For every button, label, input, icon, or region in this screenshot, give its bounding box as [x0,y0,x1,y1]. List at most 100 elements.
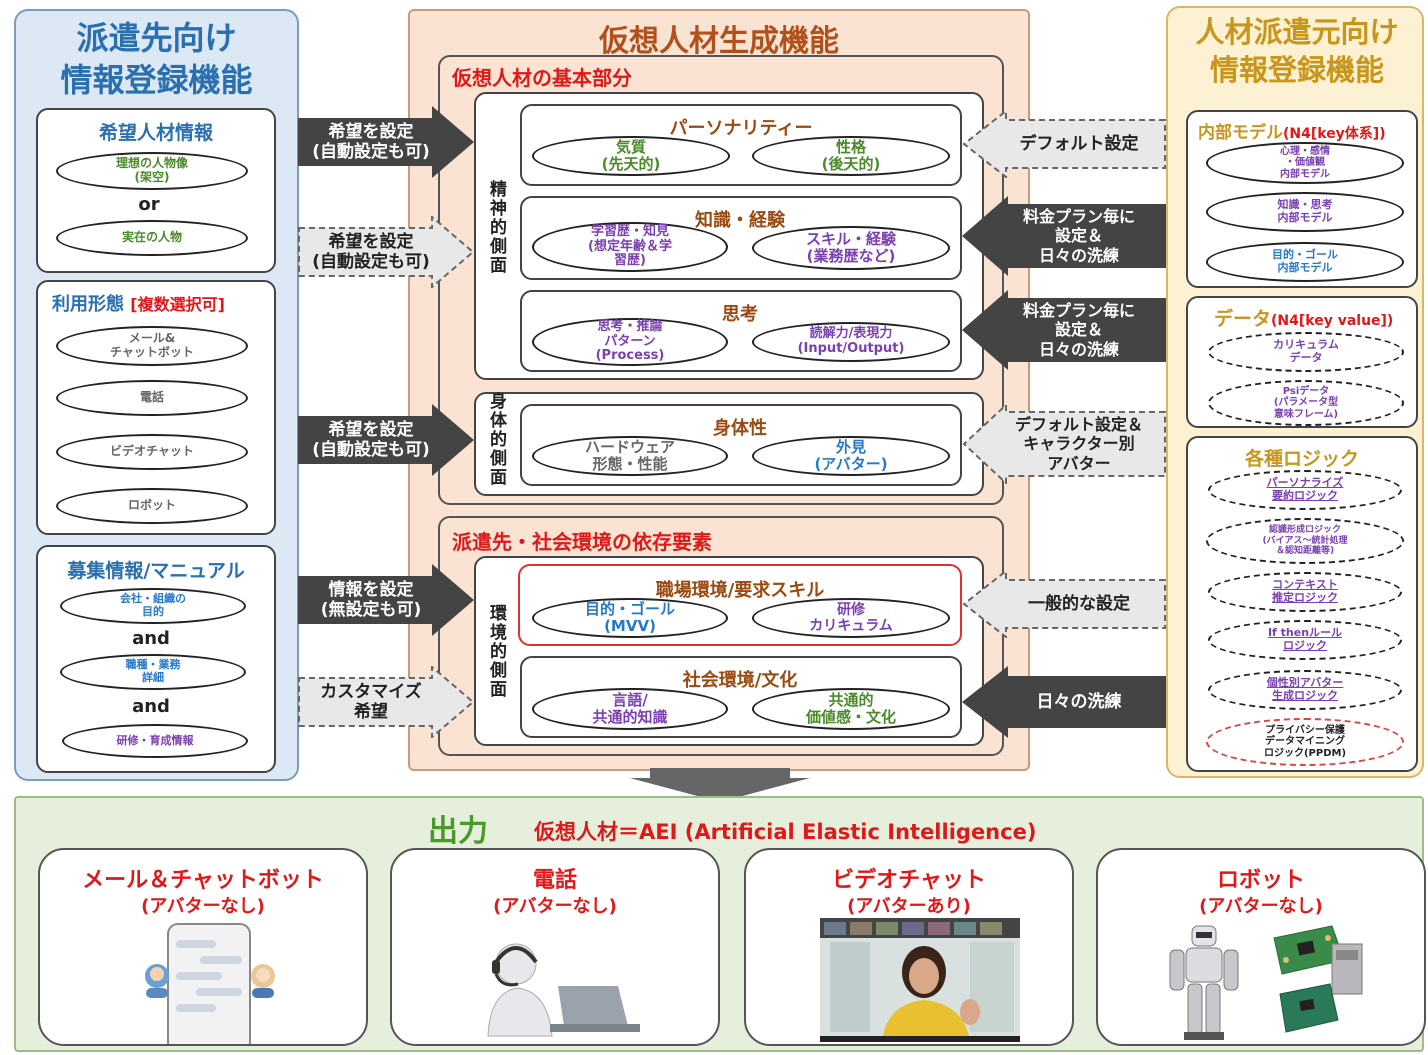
physical-aspect-label: 身体的側面 [486,392,506,487]
output-card-1-title: メール＆チャットボット [82,868,324,893]
arrow-right-1-label: デフォルト設定 [1019,133,1139,154]
headset-operator-illustration [478,938,648,1042]
output-card-3-note: (アバターあり) [847,896,971,917]
recruit-job-details[interactable]: 職種・業務 詳細 [60,654,246,690]
center-panel-title: 仮想人材生成機能 [599,24,839,59]
output-card-3-title: ビデオチャット [832,868,986,893]
logic-title: 各種ロジック [1244,448,1359,470]
or-label: or [138,194,160,215]
body-title: 身体性 [713,418,767,439]
data-sub: (N4[key value]) [1271,313,1394,329]
output-card-mail-chatbot[interactable]: メール＆チャットボット (アバターなし) [38,848,368,1055]
data-title-row: データ(N4[key value]) [1214,304,1393,331]
and-label-1: and [132,628,170,649]
video-call-screenshot [820,918,1020,1046]
env-section-title: 派遣先・社会環境の依存要素 [452,530,712,554]
arrow-right-3-label: 料金プラン毎に 設定＆ 日々の洗練 [1022,301,1135,359]
ideal-person-option[interactable]: 理想の人物像 (架空) [56,152,248,190]
down-arrow [630,768,810,802]
arrow-right-4: デフォルト設定＆ キャラクター別 アバター [962,404,1166,484]
output-subtitle: 仮想人材＝AEI (Artificial Elastic Intelligenc… [534,820,1037,844]
output-card-2-note: (アバターなし) [493,896,617,917]
arrow-left-3: 希望を設定 (自動設定も可) [298,404,474,476]
avatar-appearance-item[interactable]: 外見 (アバター) [752,436,950,476]
env-aspect-label: 環境的側面 [486,604,506,699]
arrow-right-5-label: 一般的な設定 [1028,593,1130,614]
output-card-robot[interactable]: ロボット (アバターなし) [1096,848,1426,1046]
arrow-left-2-label: 希望を設定 (自動設定も可) [312,231,430,272]
usage-item-video-chat[interactable]: ビデオチャット [56,434,248,470]
real-person-option[interactable]: 実在の人物 [56,220,248,256]
recruit-training-info[interactable]: 研修・育成情報 [62,724,248,758]
internal-model-sub: (N4[key体系]) [1283,126,1386,142]
arrow-right-2-label: 料金プラン毎に 設定＆ 日々の洗練 [1022,207,1135,265]
arrow-right-6-label: 日々の洗練 [1036,691,1122,712]
recruit-company-purpose[interactable]: 会社・組織の 目的 [60,588,246,624]
temperament-item[interactable]: 気質 (先天的) [532,136,730,176]
usage-item-phone[interactable]: 電話 [56,380,248,416]
right-panel-title: 人材派遣元向け 情報登録機能 [1195,15,1399,87]
society-title: 社会環境/文化 [682,670,798,691]
logic-personalize-summary[interactable]: パーソナライズ 要約ロジック [1208,470,1402,510]
arrow-right-4-label: デフォルト設定＆ キャラクター別 アバター [1014,415,1143,473]
output-card-4-note: (アバターなし) [1199,896,1323,917]
workplace-title: 職場環境/要求スキル [655,580,825,601]
knowledge-thinking-model[interactable]: 知識・思考 内部モデル [1206,192,1404,232]
logic-context-estimation[interactable]: コンテキスト 推定ロジック [1208,572,1402,612]
output-card-2-title: 電話 [532,868,577,893]
arrow-left-1: 希望を設定 (自動設定も可) [298,106,474,178]
thinking-title: 思考 [722,304,758,325]
output-label: 出力 [428,814,488,849]
output-card-video-chat[interactable]: ビデオチャット (アバターあり) [744,848,1074,1046]
reasoning-pattern-item[interactable]: 思考・推論 パターン (Process) [532,318,728,366]
arrow-right-5: 一般的な設定 [962,570,1166,638]
circuit-board-icon-3 [1276,982,1342,1038]
curriculum-data-item[interactable]: カリキュラム データ [1208,332,1404,372]
purpose-goal-mvv-item[interactable]: 目的・ゴール (MVV) [532,598,728,638]
usage-title-row: 利用形態 [複数選択可] [52,290,225,316]
data-title: データ [1214,308,1272,330]
purpose-goal-model[interactable]: 目的・ゴール 内部モデル [1206,242,1404,282]
output-card-phone[interactable]: 電話 (アバターなし) [390,848,720,1046]
arrow-left-2: 希望を設定 (自動設定も可) [298,216,474,288]
humanoid-robot-illustration [1164,922,1244,1048]
internal-model-title: 内部モデル [1198,123,1283,143]
emotion-value-model[interactable]: 心理・感情 ・価値観 内部モデル [1206,142,1404,184]
comprehension-expression-item[interactable]: 読解力/表現力 (Input/Output) [752,322,950,362]
usage-item-mail-chatbot[interactable]: メール& チャットボット [56,326,248,366]
output-card-1-note: (アバターなし) [141,896,265,917]
mental-aspect-label: 精神的側面 [486,180,506,275]
logic-avatar-generation[interactable]: 個性別アバター 生成ロジック [1208,670,1402,710]
arrow-left-3-label: 希望を設定 (自動設定も可) [312,419,430,460]
arrow-right-6: 日々の洗練 [962,666,1166,738]
chatbot-avatar-icon [140,962,174,1006]
circuit-board-icon-1 [1268,924,1346,980]
psi-data-item[interactable]: Psiデータ (パラメータ型 意味フレーム) [1208,380,1404,426]
arrow-left-1-label: 希望を設定 (自動設定も可) [312,121,430,162]
hardware-form-item[interactable]: ハードウェア 形態・性能 [532,436,728,476]
arrow-right-2: 料金プラン毎に 設定＆ 日々の洗練 [962,196,1166,276]
internal-model-title-row: 内部モデル(N4[key体系]) [1198,118,1386,143]
usage-title: 利用形態 [52,294,124,315]
left-panel-title: 派遣先向け 情報登録機能 [60,19,253,99]
usage-item-robot[interactable]: ロボット [56,488,248,524]
and-label-2: and [132,696,170,717]
learning-history-item[interactable]: 学習歴・知見 (想定年齢＆学 習歴) [532,222,728,272]
logic-privacy-ppdm[interactable]: プライバシー保護 データマイニング ロジック(PPDM) [1206,718,1404,766]
circuit-board-icon-2 [1328,938,1368,1002]
logic-if-then-rule[interactable]: If thenルール ロジック [1208,620,1402,660]
character-item[interactable]: 性格 (後天的) [752,136,950,176]
arrow-left-4: 情報を設定 (無設定も可) [298,564,474,636]
wish-title: 希望人材情報 [98,122,213,144]
smartphone-chat-illustration [166,922,252,1055]
arrow-left-5-label: カスタマイズ 希望 [320,681,422,722]
skill-experience-item[interactable]: スキル・経験 (業務歴など) [752,226,950,270]
arrow-left-5: カスタマイズ 希望 [298,666,474,738]
arrow-right-3: 料金プラン毎に 設定＆ 日々の洗練 [962,290,1166,370]
user-avatar-icon [246,962,280,1006]
values-culture-item[interactable]: 共通的 価値感・文化 [752,688,950,730]
arrow-left-4-label: 情報を設定 (無設定も可) [320,579,422,620]
language-knowledge-item[interactable]: 言語/ 共通的知識 [532,688,728,730]
training-curriculum-item[interactable]: 研修 カリキュラム [752,598,950,638]
logic-recognition-formation[interactable]: 認識形成ロジック (バイアス～統計処理 ＆認知距離等) [1206,518,1404,564]
